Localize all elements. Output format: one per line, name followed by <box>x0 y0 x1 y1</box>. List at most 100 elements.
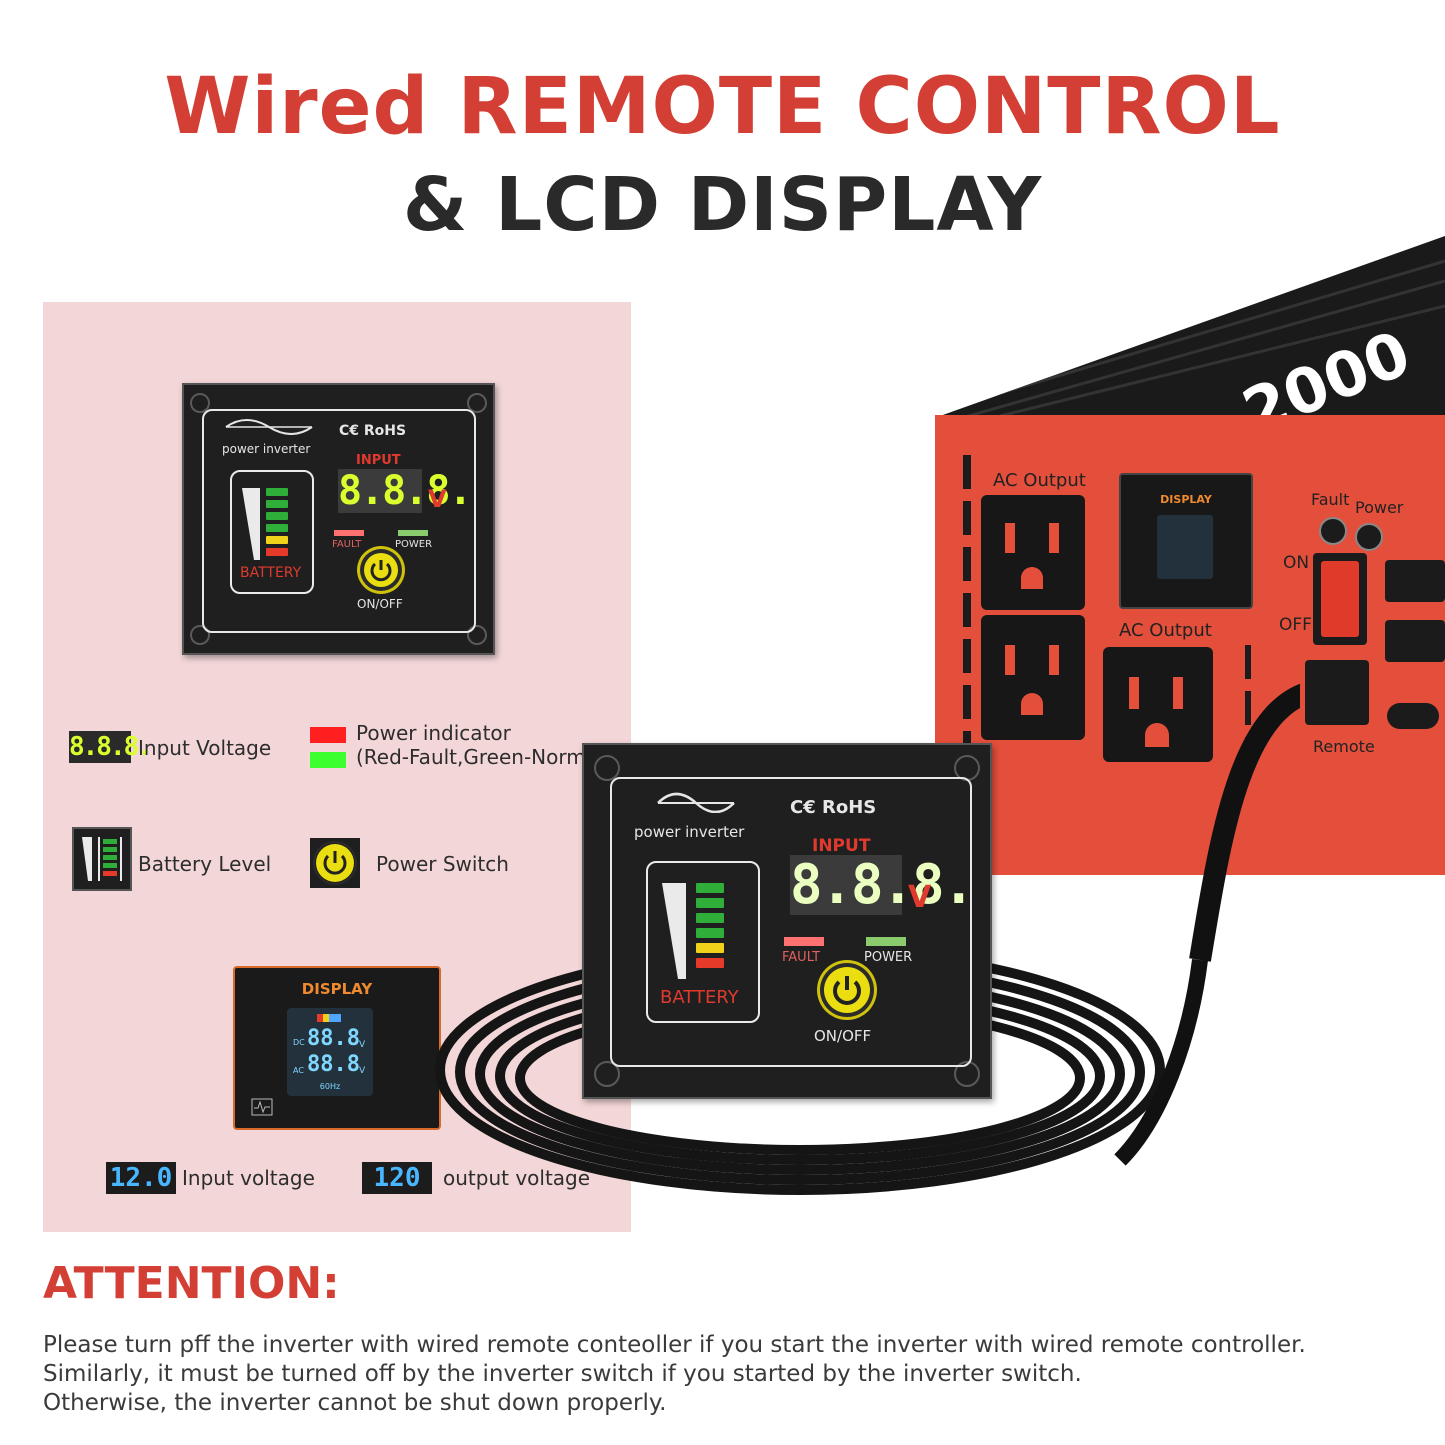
onoff-label: ON/OFF <box>357 597 403 611</box>
battery-bars <box>266 486 288 556</box>
display-dc-value: 88.8 <box>307 1026 360 1051</box>
headline-line-2: & LCD DISPLAY <box>402 162 1043 248</box>
attention-line-2: Similarly, it must be turned off by the … <box>43 1361 1082 1387</box>
power-label: POWER <box>864 950 913 965</box>
ac-outlet[interactable] <box>981 615 1085 740</box>
display-battery-icon <box>317 1014 341 1022</box>
input-voltage-segment: 12.0 <box>106 1162 176 1194</box>
fault-led <box>784 937 824 946</box>
fault-color-swatch <box>310 727 346 743</box>
legend-power-switch: Power Switch <box>376 852 509 876</box>
legend-battery-level: Battery Level <box>138 852 272 876</box>
waveform-icon <box>251 1098 273 1116</box>
legend-power-indicator: Power indicator <box>356 721 511 745</box>
ac-output-label-1: AC Output <box>993 470 1086 491</box>
sine-wave-icon <box>225 419 313 435</box>
remote-certs: C€ RoHS <box>790 797 877 818</box>
fault-led-inverter <box>1319 517 1347 545</box>
display-ac-unit: V <box>359 1066 366 1076</box>
battery-label: BATTERY <box>240 565 302 581</box>
fault-label: FAULT <box>332 539 362 550</box>
lcd-display-module: DISPLAY DC 88.8 V AC 88.8 V 60Hz <box>233 966 441 1130</box>
vent-slots <box>1245 645 1251 775</box>
inverter-front-panel: AC Output AC Output DISPLAY Fault Power … <box>935 415 1445 875</box>
output-voltage-segment: 120 <box>362 1162 432 1194</box>
remote-port-label: Remote <box>1313 737 1375 756</box>
power-switch-icon <box>310 838 360 888</box>
normal-color-swatch <box>310 752 346 768</box>
remote-voltage-display: 8.8.8. <box>338 468 473 514</box>
remote-brand: power inverter <box>634 823 745 841</box>
usb-port[interactable] <box>1385 560 1445 602</box>
remote-certs: C€ RoHS <box>339 423 407 439</box>
remote-unit: V <box>428 485 447 513</box>
off-label: OFF <box>1279 615 1312 635</box>
display-title: DISPLAY <box>301 980 373 998</box>
battery-wedge-icon <box>662 883 686 979</box>
battery-bars <box>696 881 724 973</box>
power-label: POWER <box>395 539 433 550</box>
screw <box>594 755 620 781</box>
remote-frame <box>610 777 972 1067</box>
headline-remote-control: REMOTE CONTROL <box>457 62 1281 152</box>
inverter-display-label: DISPLAY <box>1160 493 1212 506</box>
attention-line-3: Otherwise, the inverter cannot be shut d… <box>43 1390 667 1416</box>
remote-brand: power inverter <box>222 442 311 456</box>
display-frequency: 60Hz <box>319 1082 341 1091</box>
onoff-label: ON/OFF <box>814 1027 872 1045</box>
remote-voltage-display: 8.8.8. <box>790 853 975 916</box>
screw <box>467 393 487 413</box>
power-led <box>398 530 428 536</box>
battery-gauge: BATTERY <box>646 861 760 1023</box>
headline-line-1: Wired REMOTE CONTROL <box>0 62 1445 152</box>
power-icon <box>370 560 392 582</box>
attention-line-1: Please turn pff the inverter with wired … <box>43 1332 1306 1358</box>
vent-slots <box>963 455 971 795</box>
display-dc-label: DC <box>293 1038 305 1047</box>
fault-label: FAULT <box>782 950 821 965</box>
screw <box>190 625 210 645</box>
power-label-inverter: Power <box>1355 498 1404 517</box>
inverter-top-heatsink: 2000 <box>940 236 1445 436</box>
power-button[interactable] <box>824 967 870 1013</box>
battery-wedge-icon <box>242 488 260 560</box>
inverter-display: DISPLAY <box>1119 473 1253 609</box>
usb-c-port[interactable] <box>1387 703 1439 729</box>
legend-input-voltage: Input Voltage <box>138 736 272 760</box>
display-ac-value: 88.8 <box>307 1052 360 1077</box>
battery-level-icon <box>72 827 132 891</box>
legend-input-voltage-lower: Input voltage <box>182 1166 315 1190</box>
power-led <box>866 937 906 946</box>
remote-port[interactable] <box>1305 660 1369 725</box>
usb-port[interactable] <box>1385 620 1445 662</box>
remote-small: power inverter C€ RoHS INPUT 8.8.8. V BA… <box>182 383 495 655</box>
screw <box>467 625 487 645</box>
battery-label: BATTERY <box>660 987 739 1008</box>
power-button[interactable] <box>364 553 398 587</box>
ac-outlet-20a[interactable] <box>1103 647 1213 762</box>
display-screen: DC 88.8 V AC 88.8 V 60Hz <box>287 1008 373 1096</box>
sine-wave-icon <box>657 792 735 813</box>
rocker-switch[interactable] <box>1313 553 1367 645</box>
screw <box>190 393 210 413</box>
inverter-display-screen <box>1157 515 1213 579</box>
input-voltage-icon: 8.8.8. <box>69 731 153 763</box>
remote-frame <box>202 409 476 633</box>
remote-input-label: INPUT <box>356 453 401 468</box>
ac-outlet[interactable] <box>981 495 1085 610</box>
battery-gauge: BATTERY <box>230 470 314 594</box>
remote-input-label: INPUT <box>812 836 871 856</box>
power-icon <box>833 976 861 1005</box>
display-ac-label: AC <box>293 1066 304 1075</box>
ac-output-label-2: AC Output <box>1119 620 1212 641</box>
remote-large: power inverter C€ RoHS INPUT 8.8.8. V BA… <box>582 743 992 1099</box>
display-dc-unit: V <box>359 1040 366 1050</box>
headline-wired: Wired <box>164 62 430 152</box>
attention-title: ATTENTION: <box>43 1258 340 1309</box>
power-led-inverter <box>1355 523 1383 551</box>
fault-led <box>334 530 364 536</box>
legend-power-indicator-detail: (Red-Fault,Green-Normal) <box>356 745 612 769</box>
on-label: ON <box>1283 553 1310 573</box>
fault-label-inverter: Fault <box>1311 490 1350 509</box>
legend-output-voltage: output voltage <box>443 1166 591 1190</box>
